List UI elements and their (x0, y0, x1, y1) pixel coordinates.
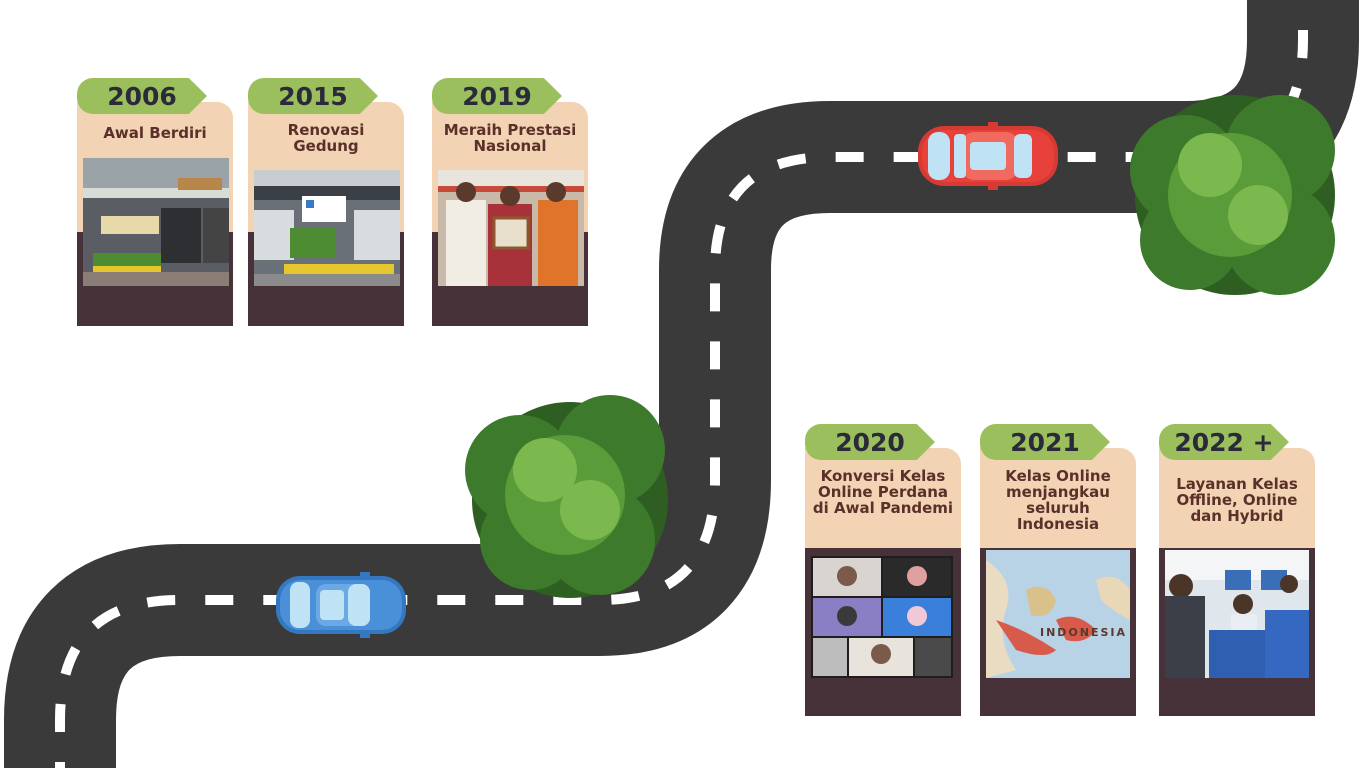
classroom-computers-photo (1165, 550, 1309, 678)
milestone-card-2020: Konversi Kelas Online Perdana di Awal Pa… (805, 424, 961, 716)
map-country-label: INDONESIA (1040, 626, 1127, 639)
card-label-box (1159, 448, 1315, 548)
red-car (918, 122, 1058, 190)
year-tab (248, 78, 378, 114)
milestone-card-2015: Renovasi Gedung 2015 (248, 78, 404, 326)
school-building-photo (83, 158, 229, 286)
video-call-grid-photo (811, 556, 953, 678)
card-label: Meraih Prestasi Nasional (443, 121, 577, 155)
tree-top-right (1130, 95, 1335, 295)
card-label-box (980, 448, 1136, 548)
indonesia-map-photo: INDONESIA (986, 550, 1130, 678)
year-tab (77, 78, 207, 114)
card-label: Layanan Kelas Offline, Online dan Hybrid (1176, 475, 1298, 525)
year-label: 2021 (1010, 428, 1080, 457)
year-label: 2015 (278, 82, 348, 111)
milestone-card-2022: Layanan Kelas Offline, Online dan Hybrid… (1159, 424, 1315, 716)
blue-car (276, 572, 406, 638)
milestone-card-2006: Awal Berdiri 2006 (77, 78, 233, 326)
year-label: 2022 + (1174, 428, 1274, 457)
card-label: Kelas Online menjangkau seluruh Indonesi… (1005, 467, 1111, 533)
milestone-card-2019: Meraih Prestasi Nasional 2019 (432, 78, 588, 326)
card-label: Renovasi Gedung (287, 121, 365, 155)
year-label: 2006 (107, 82, 177, 111)
card-label: Awal Berdiri (103, 124, 207, 142)
year-tab (432, 78, 562, 114)
year-label: 2020 (835, 428, 905, 457)
card-label-box (805, 448, 961, 548)
year-tab (805, 424, 935, 460)
year-tab (980, 424, 1110, 460)
tree-middle (465, 395, 668, 598)
renovated-building-photo (254, 170, 400, 286)
year-tab (1159, 424, 1289, 460)
award-ceremony-photo (438, 170, 584, 286)
card-label: Konversi Kelas Online Perdana di Awal Pa… (812, 467, 954, 517)
year-label: 2019 (462, 82, 532, 111)
milestone-card-2021: Kelas Online menjangkau seluruh Indonesi… (980, 424, 1136, 716)
